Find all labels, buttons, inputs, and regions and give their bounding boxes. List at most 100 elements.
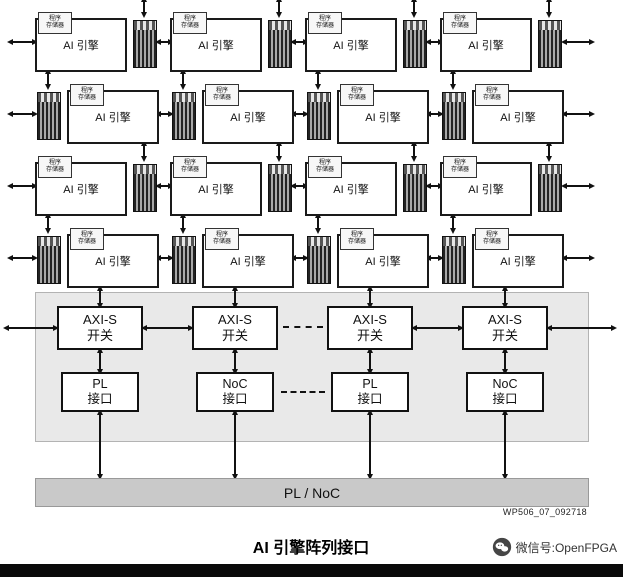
ai-engine-box: AI 引擎: [305, 18, 397, 72]
pl-noc-bus-bar: PL / NoC: [35, 478, 589, 507]
axis-switch-box: AXI-S 开关: [462, 306, 548, 350]
ai-engine-label: AI 引擎: [63, 184, 99, 196]
ai-engine-label: AI 引擎: [95, 112, 131, 124]
wechat-logo-icon: [492, 537, 511, 557]
program-memory-label-line2: 存储器: [482, 239, 501, 245]
program-memory-label-line1: 程序: [215, 88, 228, 94]
ai-engine-tile: AI 引擎 程序 存储器: [35, 228, 159, 290]
program-memory-label-line1: 程序: [350, 232, 363, 238]
interface-label-line1: PL: [92, 377, 108, 391]
data-memory-block-icon: [538, 164, 562, 212]
flow-arrow-v: [545, 0, 552, 18]
program-memory-label-line1: 程序: [80, 88, 93, 94]
flow-arrow-h: [155, 254, 174, 261]
wechat-label: 微信号:OpenFPGA: [515, 540, 617, 555]
watermark-text: WP506_07_092718: [502, 507, 587, 517]
ai-engine-label: AI 引擎: [230, 256, 266, 268]
ai-engine-label: AI 引擎: [365, 112, 401, 124]
figure-caption: AI 引擎阵列接口: [252, 540, 370, 557]
flow-arrow-v: [366, 285, 373, 309]
data-memory-block-icon: [403, 164, 427, 212]
flow-arrow-v: [501, 409, 508, 480]
flow-arrow-h: [7, 254, 38, 261]
flow-arrow-h: [290, 38, 309, 45]
program-memory-box: 程序 存储器: [443, 12, 477, 34]
axis-switch-box: AXI-S 开关: [57, 306, 143, 350]
interface-label-line1: PL: [362, 377, 378, 391]
program-memory-box: 程序 存储器: [340, 228, 374, 250]
flow-arrow-v: [366, 347, 373, 375]
flow-arrow-h: [155, 38, 174, 45]
ai-engine-tile: AI 引擎 程序 存储器: [170, 156, 294, 218]
axis-switch-label-line1: AXI-S: [218, 312, 252, 327]
program-memory-label-line2: 存储器: [77, 95, 96, 101]
program-memory-box: 程序 存储器: [308, 156, 342, 178]
ai-engine-label: AI 引擎: [333, 40, 369, 52]
flow-arrow-h: [290, 254, 309, 261]
axis-switch-label-line1: AXI-S: [488, 312, 522, 327]
program-memory-box: 程序 存储器: [308, 12, 342, 34]
flow-arrow-v: [96, 409, 103, 480]
data-memory-block-icon: [172, 236, 196, 284]
interface-label-line2: 接口: [357, 392, 383, 406]
flow-arrow-h: [561, 110, 595, 117]
program-memory-label-line1: 程序: [80, 232, 93, 238]
axis-switch-box: AXI-S 开关: [192, 306, 278, 350]
data-memory-block-icon: [442, 92, 466, 140]
program-memory-box: 程序 存储器: [205, 84, 239, 106]
flow-arrow-h: [7, 110, 38, 117]
program-memory-box: 程序 存储器: [38, 156, 72, 178]
program-memory-label-line1: 程序: [485, 88, 498, 94]
axis-switch-box: AXI-S 开关: [327, 306, 413, 350]
program-memory-label-line2: 存储器: [482, 95, 501, 101]
program-memory-label-line2: 存储器: [450, 167, 469, 173]
flow-arrow-h: [411, 324, 464, 331]
flow-arrow-v: [96, 347, 103, 375]
ai-engine-label: AI 引擎: [500, 256, 536, 268]
bottom-black-bar: [0, 564, 623, 577]
program-memory-label-line2: 存储器: [315, 23, 334, 29]
flow-arrow-v: [231, 285, 238, 309]
flow-arrow-v: [140, 0, 147, 18]
data-memory-block-icon: [133, 20, 157, 68]
interface-label-line2: 接口: [87, 392, 113, 406]
ai-engine-label: AI 引擎: [198, 40, 234, 52]
interface-label-line2: 接口: [222, 392, 248, 406]
flow-arrow-h: [3, 324, 59, 331]
flow-arrow-h: [290, 182, 309, 189]
ai-engine-tile: AI 引擎 程序 存储器: [170, 228, 294, 290]
pl-interface-box: PL 接口: [331, 372, 409, 412]
program-memory-label-line1: 程序: [318, 160, 331, 166]
flow-arrow-h: [425, 254, 444, 261]
flow-arrow-v: [501, 285, 508, 309]
program-memory-box: 程序 存储器: [173, 12, 207, 34]
ai-engine-tile: AI 引擎 程序 存储器: [440, 228, 564, 290]
flow-arrow-h: [7, 182, 38, 189]
axis-switch-label-line2: 开关: [221, 328, 248, 343]
program-memory-label-line2: 存储器: [450, 23, 469, 29]
flow-arrow-h: [290, 110, 309, 117]
program-memory-box: 程序 存储器: [70, 228, 104, 250]
program-memory-box: 程序 存储器: [70, 84, 104, 106]
ai-engine-tile: AI 引擎 程序 存储器: [35, 156, 159, 218]
flow-arrow-h: [561, 182, 595, 189]
flow-arrow-h: [141, 324, 194, 331]
flow-arrow-v: [275, 0, 282, 18]
program-memory-label-line1: 程序: [48, 16, 61, 22]
program-memory-label-line2: 存储器: [180, 23, 199, 29]
program-memory-box: 程序 存储器: [475, 84, 509, 106]
program-memory-label-line1: 程序: [183, 16, 196, 22]
noc-interface-box: NoC 接口: [466, 372, 544, 412]
pl-interface-box: PL 接口: [61, 372, 139, 412]
interface-label-line1: NoC: [222, 377, 248, 391]
flow-arrow-h: [425, 110, 444, 117]
ai-engine-label: AI 引擎: [95, 256, 131, 268]
ai-engine-label: AI 引擎: [500, 112, 536, 124]
flow-arrow-h: [561, 38, 595, 45]
program-memory-label-line2: 存储器: [77, 239, 96, 245]
program-memory-box: 程序 存储器: [475, 228, 509, 250]
ai-engine-tile: AI 引擎 程序 存储器: [305, 84, 429, 146]
data-memory-block-icon: [37, 92, 61, 140]
axis-switch-label-line2: 开关: [86, 328, 113, 343]
